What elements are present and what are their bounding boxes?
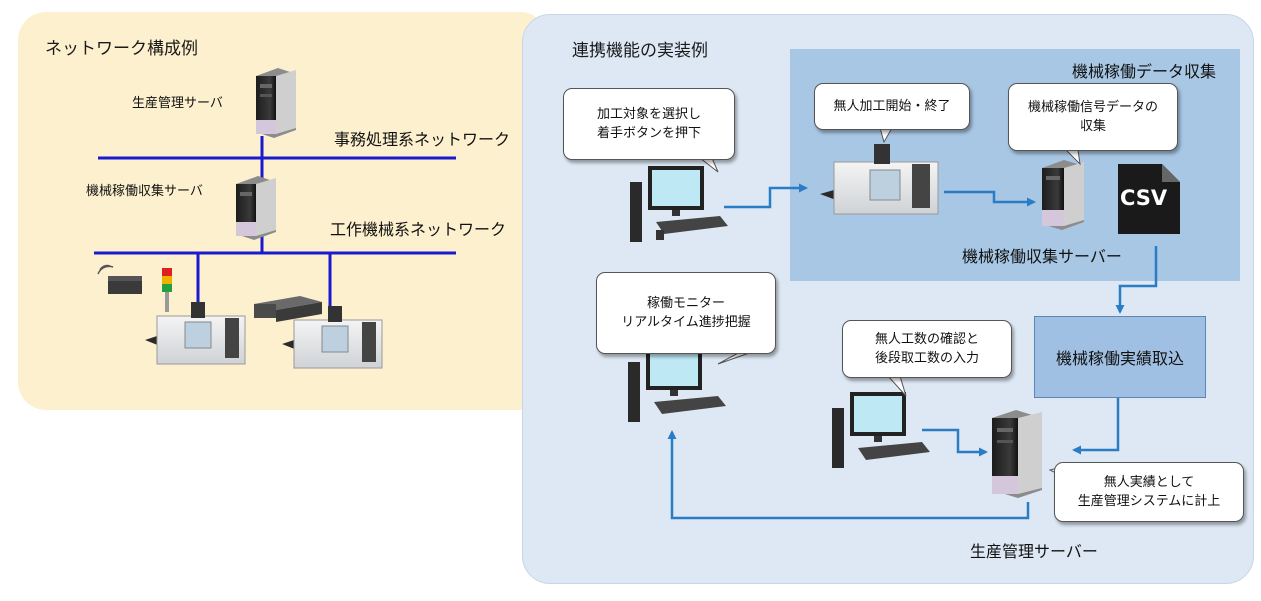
arrow-server-to-import	[1115, 246, 1158, 314]
callout-signal: 機械稼働信号データの 収集	[1008, 83, 1178, 151]
callout-line: 無人工数の確認と	[874, 332, 979, 347]
callout-line: 収集	[1079, 119, 1106, 134]
callout-line: 後段取工数の入力	[874, 351, 979, 366]
implementation-title: 連携機能の実装例	[572, 41, 708, 61]
callout-line: 着手ボタンを押下	[596, 126, 701, 141]
arrow-machine-to-server	[944, 190, 1036, 207]
csv-file-icon	[1118, 164, 1180, 234]
machine-network-line	[94, 235, 456, 310]
controller-box-icon	[254, 296, 322, 322]
office-network-label: 事務処理系ネットワーク	[334, 130, 511, 149]
arrow-prod-to-monitor	[667, 430, 1030, 520]
import-box: 機械稼働実績取込	[1034, 316, 1206, 398]
signal-tower-icon	[162, 268, 172, 312]
wireless-module-icon	[97, 264, 142, 294]
flow-arrows	[667, 183, 1158, 520]
arrow-import-to-prod	[1072, 396, 1120, 455]
machine-tool-icon	[820, 144, 939, 215]
arrow-pc-to-machine	[724, 183, 808, 209]
machine-network-label: 工作機械系ネットワーク	[330, 220, 507, 239]
callout-select-target: 加工対象を選択し 着手ボタンを押下	[563, 88, 735, 160]
arrow-input-to-prod	[922, 428, 988, 457]
callout-line: 機械稼働信号データの	[1027, 100, 1158, 115]
callout-tail	[879, 127, 893, 144]
machine-tool-icon	[282, 306, 383, 369]
callout-line: リアルタイム進捗把握	[621, 315, 751, 330]
pc-terminal-icon	[628, 346, 726, 422]
callout-input: 無人工数の確認と 後段取工数の入力	[842, 320, 1012, 378]
server-tower-icon	[236, 176, 276, 240]
csv-label: CSV	[1120, 186, 1168, 210]
callout-line: 無人加工開始・終了	[833, 99, 951, 114]
callout-line: 生産管理システムに計上	[1077, 494, 1221, 509]
collection-server-icon	[1042, 160, 1084, 230]
callout-monitor: 稼働モニター リアルタイム進捗把握	[596, 272, 776, 354]
collect-box-title: 機械稼働データ収集	[1072, 62, 1217, 81]
pc-terminal-icon	[832, 392, 930, 468]
callout-unmanned: 無人加工開始・終了	[814, 83, 970, 130]
server-tower-icon	[256, 68, 296, 138]
collect-server-label-right: 機械稼働収集サーバー	[962, 247, 1122, 266]
machine-tool-icon	[145, 302, 246, 365]
prod-server-label-right: 生産管理サーバー	[970, 542, 1098, 561]
callout-line: 無人実績として	[1103, 475, 1195, 490]
callout-record: 無人実績として 生産管理システムに計上	[1054, 462, 1244, 522]
office-network-line	[98, 136, 456, 180]
network-title: ネットワーク構成例	[45, 39, 198, 59]
callout-line: 加工対象を選択し	[596, 107, 701, 122]
production-server-icon	[992, 410, 1042, 498]
pc-terminal-icon	[630, 166, 728, 242]
callout-line: 稼働モニター	[646, 296, 725, 311]
collect-server-label: 機械稼働収集サーバ	[86, 184, 203, 199]
prod-server-label: 生産管理サーバ	[132, 96, 223, 111]
